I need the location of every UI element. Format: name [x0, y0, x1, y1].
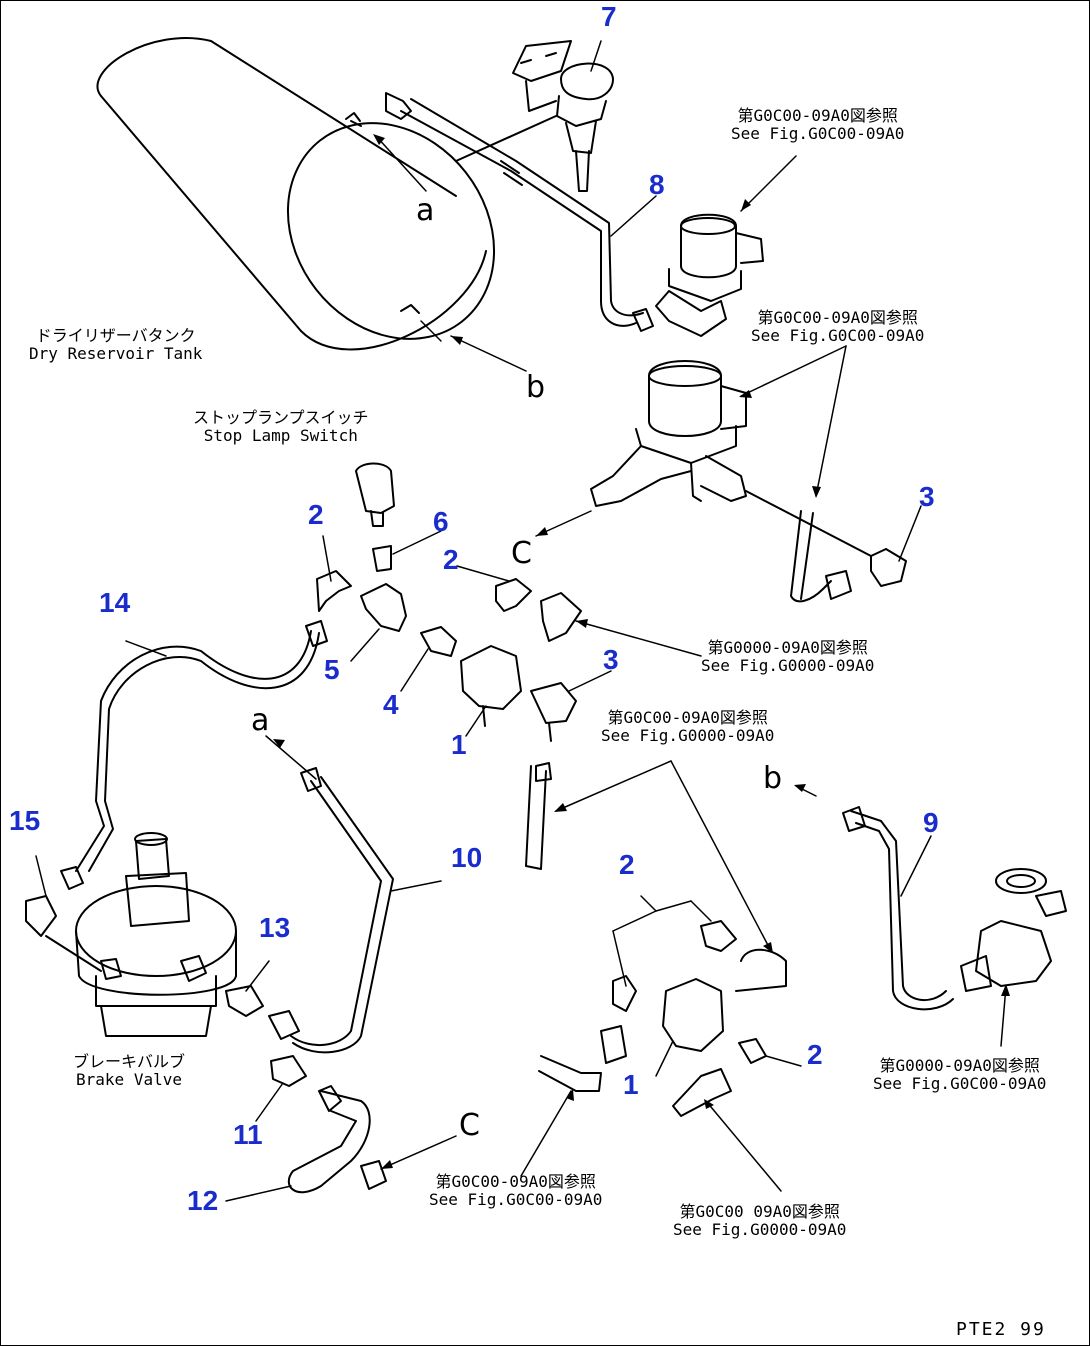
label-ref-4: 第G0C00-09A0図参照 See Fig.G0000-09A0	[601, 708, 775, 746]
letter-c-middle: C	[511, 536, 532, 571]
label-en: See Fig.G0000-09A0	[673, 1220, 847, 1240]
label-stop-lamp-switch: ストップランプスイッチ Stop Lamp Switch	[193, 408, 369, 446]
label-jp: 第G0C00-09A0図参照	[757, 308, 918, 327]
part-number-5[interactable]: 5	[324, 654, 340, 685]
pipe-12	[287, 1090, 371, 1194]
check-valve-1-lower	[662, 978, 724, 1052]
part-number-15[interactable]: 15	[9, 805, 41, 836]
label-ref-2: 第G0C00-09A0図参照 See Fig.G0C00-09A0	[751, 308, 925, 346]
part-number-8[interactable]: 8	[649, 169, 665, 200]
part-number-14[interactable]: 14	[99, 587, 131, 618]
part-number-10[interactable]: 10	[451, 842, 483, 873]
label-jp: 第G0C00-09A0図参照	[607, 708, 768, 727]
part-number-2-left[interactable]: 2	[308, 499, 324, 530]
tee-5	[360, 583, 407, 632]
arrowheads	[273, 134, 1010, 1169]
leader-lines	[35, 40, 1007, 1202]
part-number-6[interactable]: 6	[433, 506, 449, 537]
part-number-4[interactable]: 4	[383, 689, 399, 720]
part-number-3-upper[interactable]: 3	[919, 481, 935, 512]
pipe-10	[290, 780, 382, 1047]
label-jp: 第G0C00 09A0図参照	[679, 1202, 840, 1221]
label-en: Brake Valve	[76, 1070, 182, 1090]
elbow-2-middle	[495, 578, 532, 612]
letter-a-pipe: a	[251, 703, 270, 738]
label-ref-1: 第G0C00-09A0図参照 See Fig.G0C00-09A0	[731, 106, 905, 144]
label-dry-reservoir-tank: ドライリザーバタンク Dry Reservoir Tank	[29, 326, 203, 364]
letter-c-lower: C	[459, 1108, 480, 1143]
letter-b-tank: b	[526, 370, 546, 405]
part-number-13[interactable]: 13	[259, 912, 291, 943]
elbow-15	[25, 895, 57, 937]
check-valve-1	[460, 645, 522, 710]
elbow-3-middle	[530, 682, 577, 724]
solenoid-valve-middle	[590, 360, 747, 507]
label-ref-5: 第G0000-09A0図参照 See Fig.G0C00-09A0	[873, 1056, 1047, 1094]
label-jp: 第G0000-09A0図参照	[879, 1056, 1040, 1075]
brake-valve	[75, 832, 237, 1037]
label-jp: 第G0C00-09A0図参照	[737, 106, 898, 125]
part-number-2-middle[interactable]: 2	[443, 544, 459, 575]
label-en: Dry Reservoir Tank	[29, 344, 203, 364]
drawing-code: PTE2 99	[956, 1319, 1046, 1340]
connector-4	[420, 626, 457, 657]
label-ref-7: 第G0C00 09A0図参照 See Fig.G0000-09A0	[673, 1202, 847, 1240]
bolt-6	[372, 545, 392, 572]
label-jp: 第G0000-09A0図参照	[707, 638, 868, 657]
stop-lamp-switch	[355, 462, 395, 527]
part-number-9[interactable]: 9	[923, 807, 939, 838]
label-jp: ブレーキバルブ	[73, 1052, 186, 1071]
valve-right	[975, 920, 1052, 987]
letter-b-pipe: b	[763, 761, 783, 796]
label-en: See Fig.G0C00-09A0	[429, 1190, 603, 1210]
part-number-7[interactable]: 7	[601, 1, 617, 32]
label-ref-6: 第G0C00-09A0図参照 See Fig.G0C00-09A0	[429, 1172, 603, 1210]
solenoid-valve-upper	[632, 213, 764, 337]
part-number-12[interactable]: 12	[187, 1185, 219, 1216]
label-en: See Fig.G0C00-09A0	[751, 326, 925, 346]
elbow-2-left	[316, 570, 352, 612]
part-number-2-lower[interactable]: 2	[619, 849, 635, 880]
fitting-13	[225, 985, 264, 1017]
hose-14	[75, 630, 312, 872]
letter-a-tank: a	[416, 193, 435, 228]
part-number-3-middle[interactable]: 3	[603, 644, 619, 675]
part-number-1-upper[interactable]: 1	[451, 729, 467, 760]
fitting-11	[270, 1055, 307, 1087]
label-ref-3: 第G0000-09A0図参照 See Fig.G0000-09A0	[701, 638, 875, 676]
label-en: See Fig.G0000-09A0	[701, 656, 875, 676]
pipe-8	[400, 110, 637, 327]
label-en: See Fig.G0000-09A0	[601, 726, 775, 746]
elbow-3-upper	[870, 548, 907, 587]
label-brake-valve: ブレーキバルブ Brake Valve	[73, 1052, 186, 1090]
part-number-11[interactable]: 11	[233, 1119, 263, 1150]
valve-7	[385, 40, 614, 192]
dry-reservoir-tank	[96, 37, 496, 351]
label-en: See Fig.G0C00-09A0	[731, 124, 905, 144]
label-jp: 第G0C00-09A0図参照	[435, 1172, 596, 1191]
label-jp: ストップランプスイッチ	[193, 408, 369, 427]
part-number-1-lower[interactable]: 1	[623, 1069, 639, 1100]
label-jp: ドライリザーバタンク	[35, 326, 196, 345]
label-en: See Fig.G0C00-09A0	[873, 1074, 1047, 1094]
label-en: Stop Lamp Switch	[203, 426, 358, 446]
part-number-2-lower-right[interactable]: 2	[807, 1039, 823, 1070]
pipe-9	[850, 810, 947, 1001]
